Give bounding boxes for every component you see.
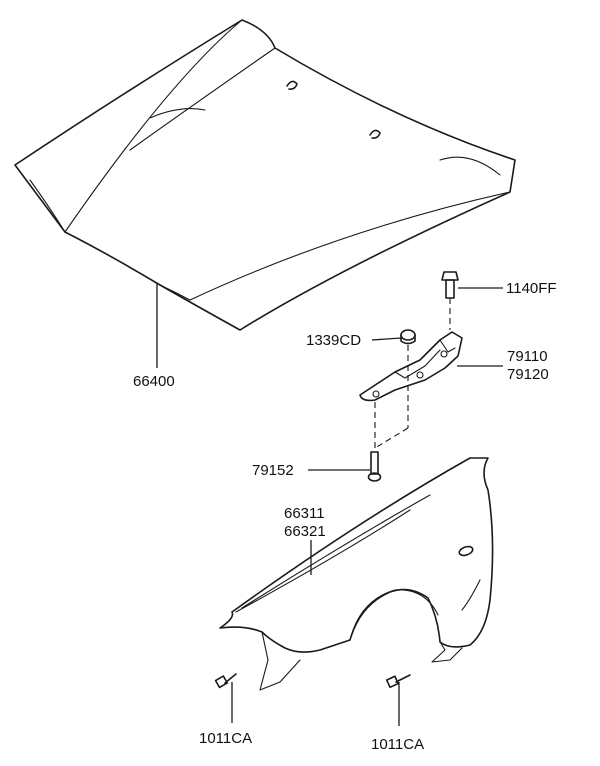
hinge-bolt-icon [367,451,382,482]
label-fender-rh: 66321 [284,523,326,540]
label-hinge-bolt: 79152 [252,462,294,479]
hood-hole-icon [286,80,298,90]
hood-hinge [359,331,463,402]
nut-icon [400,329,416,345]
fender-screw-right-icon [385,674,411,689]
label-hinge-lh: 79110 [507,348,548,365]
label-hood: 66400 [133,373,175,390]
label-hinge-rh: 79120 [507,366,549,383]
label-screw-right: 1011CA [371,736,424,753]
assembly-lines [374,298,451,450]
label-hood-bolt: 1140FF [506,280,557,297]
fender-hole-icon [458,545,474,557]
hood-panel [14,19,516,331]
label-nut: 1339CD [306,332,361,349]
label-fender-lh: 66311 [284,505,325,522]
leader-lines [156,283,503,726]
front-fender [219,457,494,691]
fender-screw-left-icon [214,673,237,689]
label-screw-left: 1011CA [199,730,252,747]
hood-hole-icon [369,129,381,139]
hood-bolt-icon [441,271,459,299]
